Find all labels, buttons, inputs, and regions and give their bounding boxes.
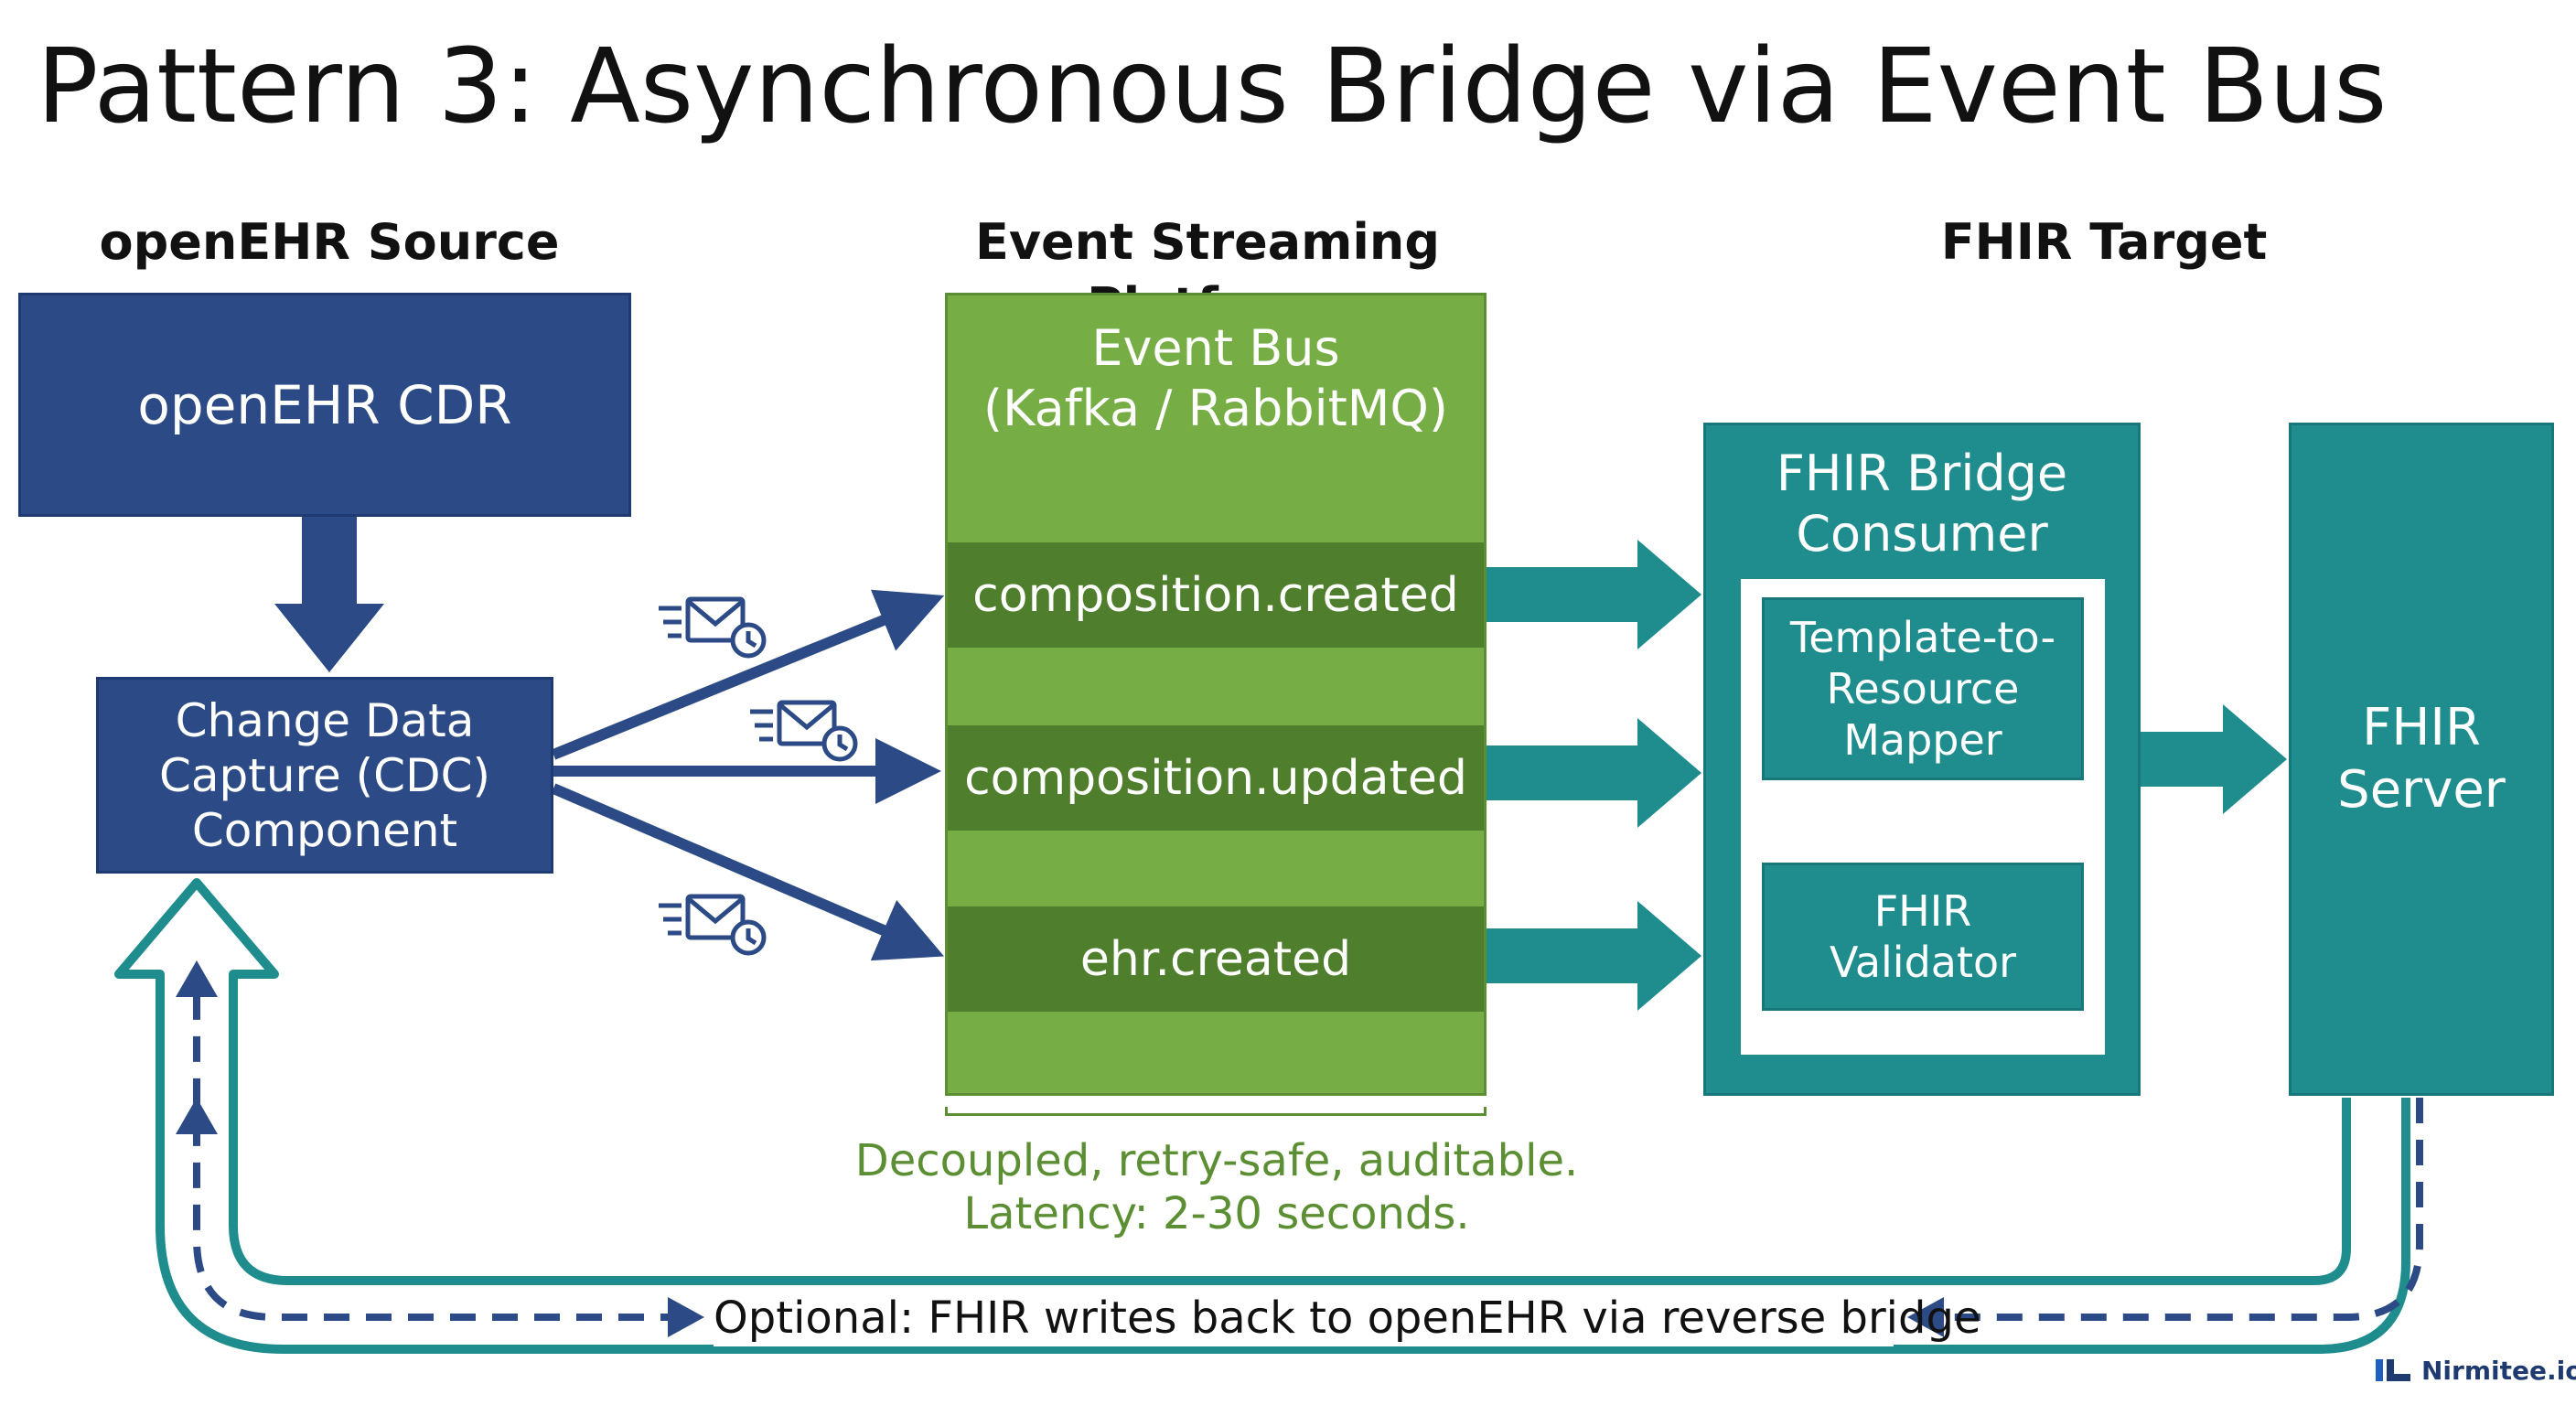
cdc-component-box: Change Data Capture (CDC) Component xyxy=(96,677,553,874)
arrow-right-icon xyxy=(668,1297,704,1337)
bus-brace xyxy=(945,1107,1487,1116)
brand-name: Nirmitee.io xyxy=(2421,1355,2576,1386)
arrow-up-icon xyxy=(176,1098,218,1134)
arrow-topic-3-to-consumer xyxy=(1487,901,1701,1011)
event-bus-box: Event Bus (Kafka / RabbitMQ) composition… xyxy=(945,293,1487,1096)
arrow-cdr-to-cdc xyxy=(274,517,384,672)
topic-ehr-created: ehr.created xyxy=(948,906,1484,1012)
fhir-bridge-consumer-box: FHIR Bridge Consumer Template-to- Resour… xyxy=(1703,423,2141,1096)
page-title: Pattern 3: Asynchronous Bridge via Event… xyxy=(37,27,2388,146)
arrow-cdc-to-topic-3 xyxy=(551,783,945,961)
topic-composition-created: composition.created xyxy=(948,542,1484,648)
arrow-left-icon xyxy=(1907,1297,1944,1337)
fhir-validator-label: FHIR Validator xyxy=(1829,886,2017,987)
arrow-consumer-to-server xyxy=(2141,704,2287,814)
template-mapper-box: Template-to- Resource Mapper xyxy=(1762,597,2084,780)
arrow-up-icon xyxy=(176,960,218,997)
cdc-component-label: Change Data Capture (CDC) Component xyxy=(158,693,491,857)
bus-note: Decoupled, retry-safe, auditable. Latenc… xyxy=(854,1135,1579,1239)
column-header-source: openEHR Source xyxy=(99,213,560,271)
reverse-bridge-dashed-path xyxy=(193,997,686,1321)
openehr-cdr-box: openEHR CDR xyxy=(18,293,631,517)
envelope-clock-icon xyxy=(750,700,858,762)
fhir-bridge-consumer-title: FHIR Bridge Consumer xyxy=(1776,445,2068,563)
consumer-inner-panel: Template-to- Resource Mapper FHIR Valida… xyxy=(1741,579,2105,1055)
template-mapper-label: Template-to- Resource Mapper xyxy=(1789,613,2056,765)
reverse-bridge-label: Optional: FHIR writes back to openEHR vi… xyxy=(714,1290,1980,1346)
arrow-cdc-to-topic-1 xyxy=(551,589,945,760)
reverse-bridge-dashed-path xyxy=(1930,1098,2423,1321)
openehr-cdr-label: openEHR CDR xyxy=(137,373,512,436)
brand-logo: Nirmitee.io xyxy=(2374,1352,2576,1389)
brand-mark-icon xyxy=(2376,1359,2410,1381)
arrow-topic-2-to-consumer xyxy=(1487,718,1701,828)
topic-composition-updated: composition.updated xyxy=(948,725,1484,831)
fhir-server-label: FHIR Server xyxy=(2337,698,2506,820)
event-bus-title: Event Bus (Kafka / RabbitMQ) xyxy=(983,319,1448,437)
arrow-topic-1-to-consumer xyxy=(1487,540,1701,649)
fhir-validator-box: FHIR Validator xyxy=(1762,863,2084,1011)
fhir-server-box: FHIR Server xyxy=(2289,423,2554,1096)
envelope-clock-icon xyxy=(659,596,767,659)
envelope-clock-icon xyxy=(659,894,767,956)
column-header-target: FHIR Target xyxy=(1940,213,2268,271)
reverse-bridge-loop xyxy=(114,878,2410,1354)
